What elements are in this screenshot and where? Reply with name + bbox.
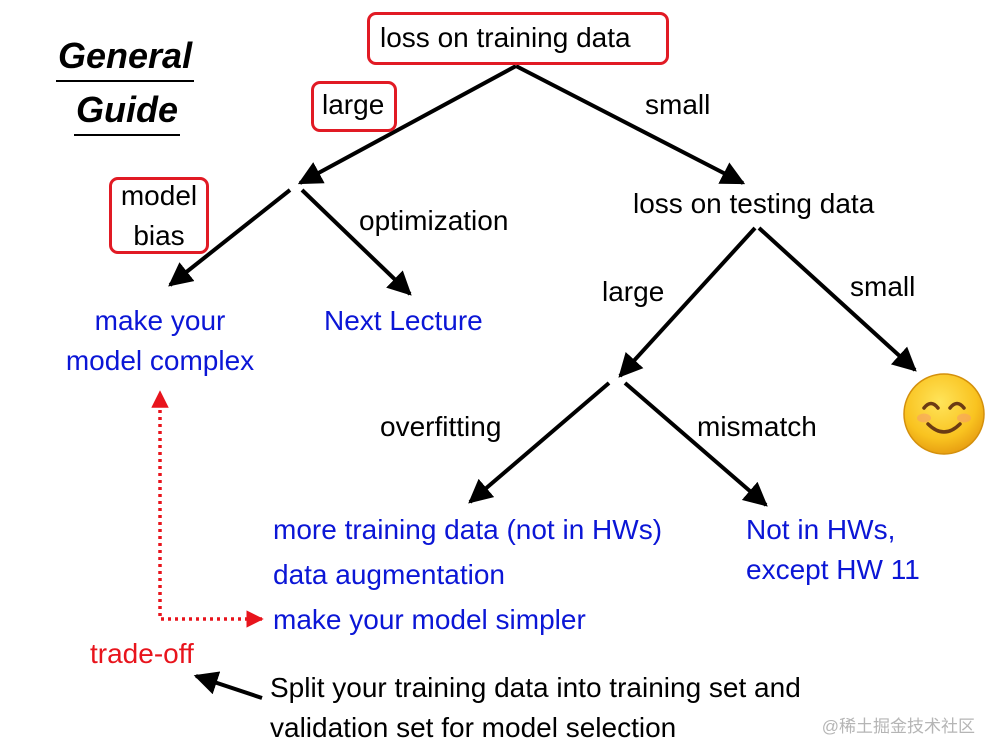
arrow-to-next-lecture (300, 188, 412, 296)
make-complex-line2: model complex (65, 345, 255, 376)
mismatch-note: Not in HWs, except HW 11 (746, 510, 920, 590)
mismatch-note-line1: Not in HWs, (746, 514, 896, 545)
root-node-box (367, 12, 669, 65)
split-note-line1: Split your training data into training s… (270, 672, 801, 703)
branch-training-large: large (322, 89, 385, 120)
guide-title-guide: Guide (74, 90, 181, 136)
split-note-line2: validation set for model selection (270, 712, 677, 743)
arrow-root-to-left (297, 64, 517, 185)
arrow-split-to-tradeoff (193, 671, 263, 700)
branch-testing-large: large (602, 276, 665, 307)
arrow-root-to-testing (515, 64, 746, 185)
smiley-face-icon (903, 373, 985, 455)
root-node-label: loss on training data (380, 22, 631, 53)
arrow-testing-to-overfitting (618, 226, 757, 378)
solution-more-training-data: more training data (not in HWs) (273, 514, 663, 545)
tradeoff-label: trade-off (90, 638, 194, 669)
watermark-text: @稀土掘金技术社区 (821, 717, 975, 736)
optimization-label: optimization (359, 205, 509, 236)
make-complex-line1: make your (94, 305, 226, 336)
arrow-to-make-complex (168, 188, 292, 287)
mismatch-label: mismatch (697, 411, 817, 442)
large-branch-box (311, 81, 397, 132)
mismatch-note-line2: except HW 11 (746, 554, 920, 585)
model-bias-line2: bias (133, 220, 185, 251)
testing-node-label: loss on testing data (633, 188, 875, 219)
overfitting-label: overfitting (380, 411, 502, 442)
solution-data-augmentation: data augmentation (273, 559, 505, 590)
arrow-testing-to-smiley (757, 226, 917, 372)
overfit-solutions-list: more training data (not in HWs) data aug… (273, 510, 662, 640)
solution-make-simpler: make your model simpler (273, 604, 586, 635)
tradeoff-dotted-arrow (151, 390, 264, 628)
guide-title-general: General (56, 36, 195, 82)
split-note: Split your training data into training s… (270, 668, 801, 748)
arrow-to-mismatch-note (623, 381, 768, 507)
model-bias-box (109, 177, 209, 254)
branch-testing-small: small (850, 271, 916, 302)
branch-training-small: small (645, 89, 711, 120)
next-lecture-label: Next Lecture (324, 305, 483, 336)
arrow-to-overfit-solutions (468, 381, 611, 504)
model-bias-line1: model (120, 180, 198, 211)
